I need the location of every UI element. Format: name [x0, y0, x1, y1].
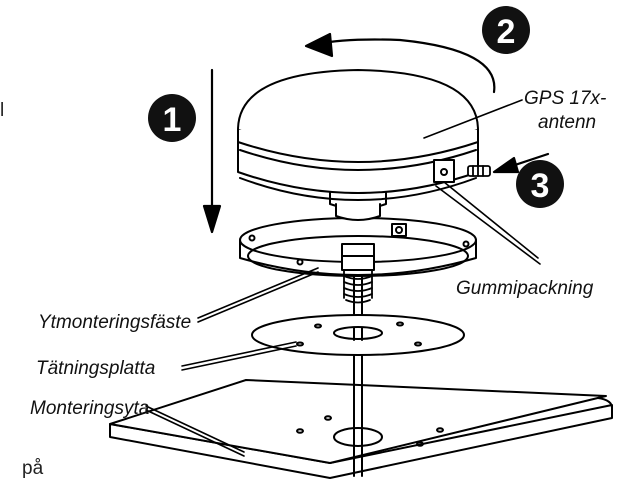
- stray-text-left: l: [0, 100, 5, 121]
- down-arrow: [202, 68, 222, 234]
- leader-lines: [145, 99, 541, 457]
- screw-arrow: [492, 152, 550, 174]
- step-badge-3: 3: [516, 160, 564, 208]
- surface-mount-bracket: [239, 217, 477, 277]
- step-3-number: 3: [531, 167, 550, 205]
- threaded-rod: [353, 269, 363, 477]
- mounting-surface: [109, 379, 613, 479]
- thread-coil: [343, 269, 373, 304]
- label-bracket: Ytmonteringsfäste: [38, 312, 192, 333]
- gps-antenna: [237, 69, 479, 201]
- label-gasket: Gummipackning: [456, 278, 594, 299]
- rotate-arrow: [304, 32, 496, 94]
- step-badge-1: 1: [148, 94, 196, 142]
- step-2-number: 2: [497, 13, 516, 51]
- sealing-plate: [251, 314, 465, 356]
- label-antenna-line2: antenn: [538, 112, 597, 133]
- label-antenna-line1: GPS 17x-: [524, 88, 607, 109]
- label-mounting-surface: Monteringsyta: [30, 398, 150, 419]
- set-screw: [467, 165, 491, 177]
- step-1-number: 1: [163, 101, 182, 139]
- stray-text-bottom: på: [22, 458, 44, 479]
- step-badge-2: 2: [482, 6, 530, 54]
- label-sealing-plate: Tätningsplatta: [36, 358, 156, 379]
